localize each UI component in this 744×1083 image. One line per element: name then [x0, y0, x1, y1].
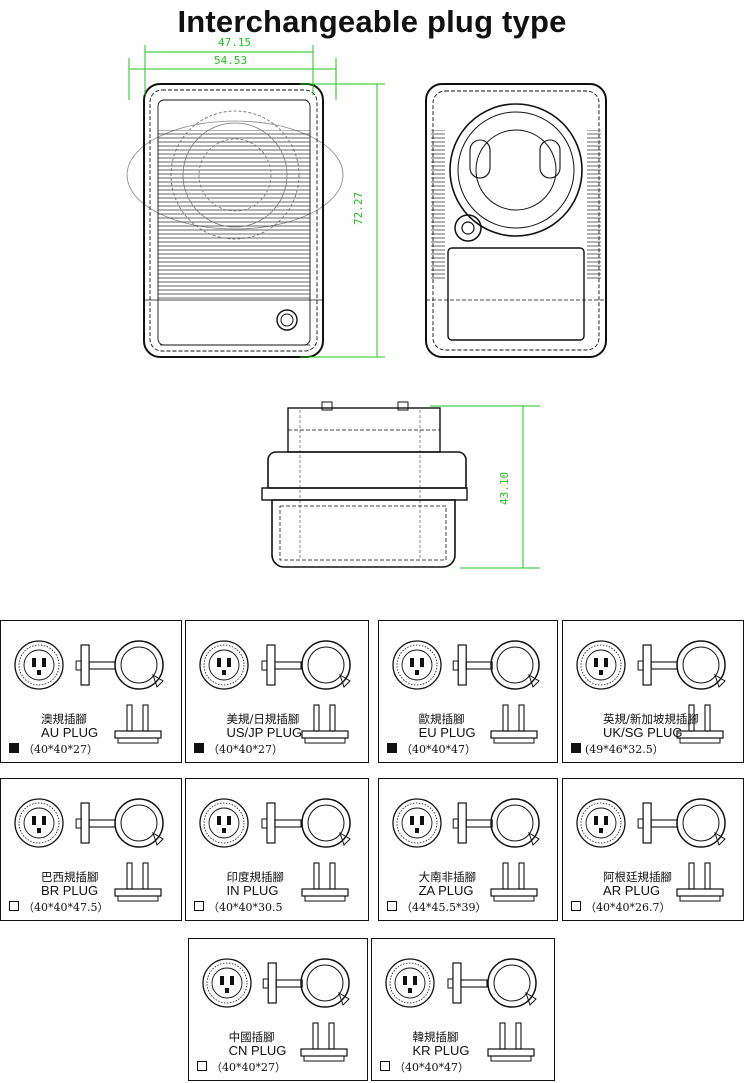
- plug-checkbox[interactable]: [9, 743, 19, 753]
- plug-size: (49*46*32.5）: [585, 743, 664, 756]
- plug-name-cn: 美規/日規插腳: [226, 712, 300, 726]
- plug-name-cn: 巴西規插腳: [41, 870, 99, 884]
- plug-name-cn: 英規/新加坡規插腳: [603, 712, 699, 726]
- plug-checkbox[interactable]: [571, 743, 581, 753]
- dim-height: 72.27: [352, 192, 365, 225]
- plug-name-en: US/JP PLUG: [226, 725, 303, 740]
- plug-drawing: [392, 640, 540, 744]
- plug-name-cn: 大南非插腳: [418, 870, 477, 884]
- plug-checkbox[interactable]: [380, 1061, 390, 1071]
- plug-checkbox[interactable]: [387, 901, 397, 911]
- page-title: Interchangeable plug type: [177, 4, 567, 39]
- plug-drawing: [199, 798, 351, 902]
- front-view: [126, 83, 344, 358]
- plug-size: （40*40*27）: [23, 743, 98, 756]
- plug-name-cn: 阿根廷規插腳: [603, 870, 673, 884]
- plug-checkbox[interactable]: [197, 1061, 207, 1071]
- plug-drawing: [576, 798, 726, 902]
- plug-drawing: [202, 958, 350, 1062]
- plug-name-en: EU PLUG: [418, 725, 476, 740]
- plug-size: （40*40*26.7）: [585, 901, 671, 914]
- plug-size: （40*40*47）: [394, 1061, 469, 1074]
- plug-drawing: [385, 958, 537, 1062]
- plug-name-cn: 澳規插腳: [41, 712, 88, 726]
- dim-width-outer: 54.53: [214, 54, 247, 67]
- plug-checkbox[interactable]: [194, 901, 204, 911]
- plug-size: （40*40*27）: [211, 1061, 286, 1074]
- plug-name-en: BR PLUG: [41, 883, 99, 898]
- plug-size: （40*40*30.5: [208, 901, 283, 914]
- plug-name-en: AU PLUG: [41, 725, 99, 740]
- plug-name-en: KR PLUG: [412, 1043, 470, 1058]
- plug-drawing: [14, 640, 164, 744]
- plug-size: （40*40*27）: [208, 743, 283, 756]
- plug-drawing: [576, 640, 726, 744]
- plug-name-en: CN PLUG: [228, 1043, 287, 1058]
- plug-drawing: [199, 640, 351, 744]
- plug-name-cn: 歐規插腳: [418, 712, 465, 726]
- dim-width-inner: 47.15: [218, 36, 251, 49]
- plug-checkbox[interactable]: [194, 743, 204, 753]
- plug-name-en: UK/SG PLUG: [603, 725, 683, 740]
- technical-drawing: 47.15 54.53 72.27 43.10: [126, 36, 607, 569]
- plug-drawing: [14, 798, 164, 902]
- back-view: [425, 83, 607, 358]
- plug-name-cn: 中國插腳: [228, 1030, 275, 1044]
- plug-checkbox[interactable]: [387, 743, 397, 753]
- plug-name-en: IN PLUG: [226, 883, 279, 898]
- plug-checkbox[interactable]: [571, 901, 581, 911]
- plug-name-cn: 印度規插腳: [226, 870, 284, 884]
- dimension-lines: [128, 45, 540, 569]
- plug-size: （40*40*47）: [401, 743, 476, 756]
- plug-checkbox[interactable]: [9, 901, 19, 911]
- side-view: [261, 401, 468, 568]
- plug-name-cn: 韓規插腳: [412, 1030, 459, 1044]
- dim-depth: 43.10: [498, 472, 511, 505]
- plug-drawing: [392, 798, 540, 902]
- plug-size: （44*45.5*39）: [401, 901, 487, 914]
- plug-name-en: AR PLUG: [603, 883, 661, 898]
- plug-name-en: ZA PLUG: [418, 883, 474, 898]
- plug-size: （40*40*47.5）: [23, 901, 109, 914]
